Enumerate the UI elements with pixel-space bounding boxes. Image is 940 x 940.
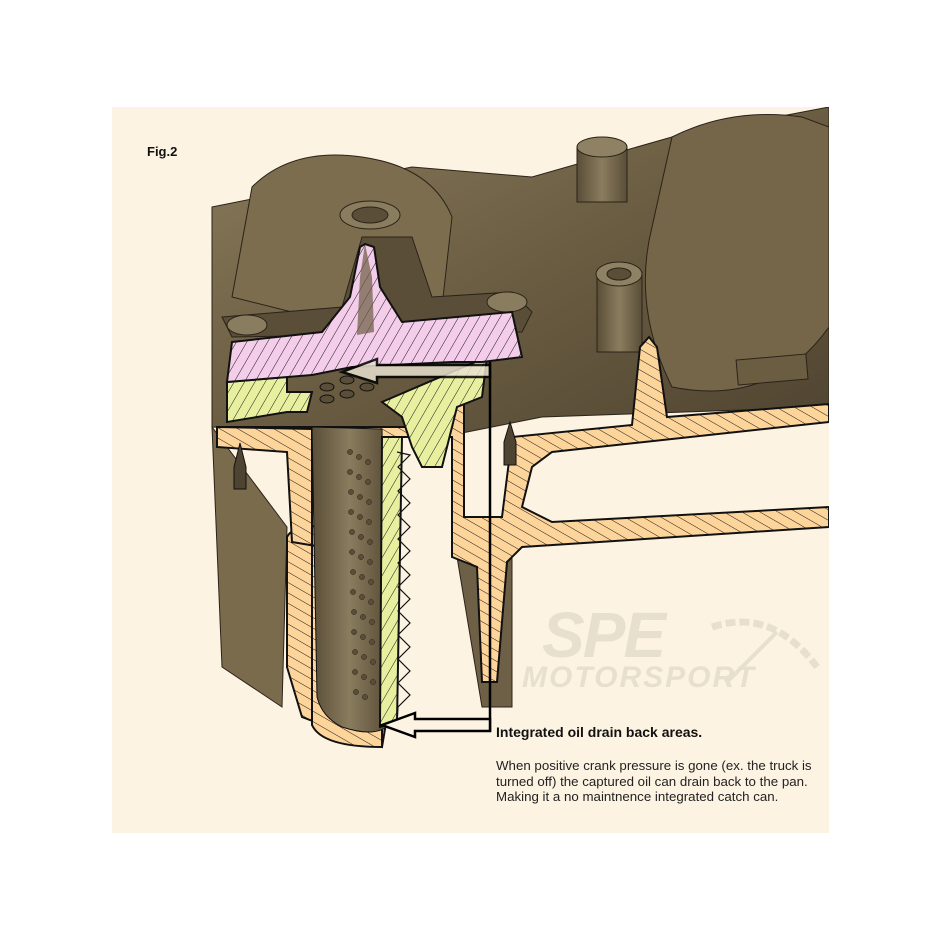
- svg-text:SPE: SPE: [542, 599, 668, 671]
- perforated-wall: [347, 449, 376, 700]
- spe-motorsport-watermark: SPE MOTORSPORT: [522, 599, 820, 694]
- baffle-section: [226, 355, 489, 729]
- top-cap-section: [225, 242, 524, 384]
- housing-section: [216, 335, 829, 749]
- callout-title: Integrated oil drain back areas.: [496, 724, 703, 740]
- callout-body: When positive crank pressure is gone (ex…: [496, 758, 812, 804]
- lower-drain-arrow: [378, 711, 492, 739]
- figure-label: Fig.2: [147, 144, 178, 159]
- figure-panel: SPE MOTORSPORT Fig.2 Integrated oil drai…: [112, 107, 829, 833]
- svg-text:MOTORSPORT: MOTORSPORT: [522, 661, 757, 694]
- catch-can-chamber: [311, 426, 388, 733]
- callout-leaders: [338, 357, 492, 739]
- cross-section-drawing: [211, 107, 829, 749]
